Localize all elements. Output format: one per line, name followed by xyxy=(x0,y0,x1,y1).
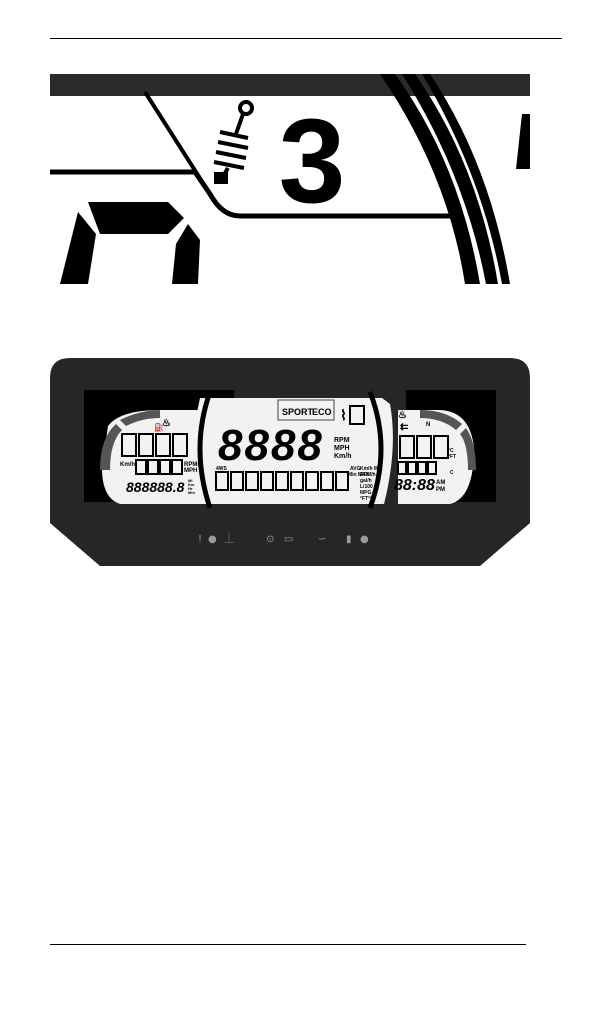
mode-sport: SPORT xyxy=(282,407,314,417)
arrow-icon: ⇇ xyxy=(400,422,409,433)
odometer: 888888.8 xyxy=(126,479,185,495)
gear-n: N xyxy=(426,422,430,428)
engine-icon: ● xyxy=(360,534,369,545)
svg-text:Hr: Hr xyxy=(188,486,193,491)
pm-label: PM xyxy=(436,487,445,493)
unit-rpm: RPM xyxy=(334,437,350,444)
lcd-dashboard-figure: SPORT ECO ⌇ 8888 RPM MPH Km/h AVG Min MA… xyxy=(50,358,530,566)
svg-text:L/100: L/100 xyxy=(360,484,373,490)
heater-icon: ♨ xyxy=(162,418,171,429)
clock: 88:88 xyxy=(394,477,435,494)
shock-absorber-icon-small: ⌇ xyxy=(340,407,347,423)
svg-text:gal/h: gal/h xyxy=(360,478,372,484)
oil-icon: ∽ xyxy=(318,534,326,545)
left-unit-rpm: RPMin xyxy=(184,462,203,468)
gear-digit: 3 xyxy=(279,94,346,228)
svg-text:RPM/h: RPM/h xyxy=(360,472,376,478)
shock-absorber-icon xyxy=(213,100,254,184)
svg-text:Min: Min xyxy=(188,490,195,495)
footer-rule xyxy=(50,944,526,945)
left-unit-kmh: Km/h xyxy=(120,462,135,468)
svg-text:Mi: Mi xyxy=(188,478,192,483)
header-rule xyxy=(50,38,562,39)
label-min-max: Min MAX xyxy=(348,472,370,478)
battery-icon: ▭ xyxy=(284,534,293,545)
warning-icon: ! xyxy=(198,534,202,545)
fuel-icon: ▮ xyxy=(346,534,352,545)
odo-units: Mi Km Hr Min xyxy=(188,478,195,495)
svg-text:°FT°C: °FT°C xyxy=(360,496,374,502)
temp-ft-unit: °FT xyxy=(448,454,456,460)
left-unit-mph: MPH xyxy=(184,468,197,474)
indicator-row: ! ● ⏊ ⊙ ▭ ∽ ▮ ● xyxy=(198,532,369,545)
unit-kmh: Km/h xyxy=(334,453,352,460)
temp-c: C xyxy=(450,470,454,476)
right-digit-group xyxy=(397,435,449,475)
alphanumeric-row xyxy=(215,471,349,491)
light-icon: ● xyxy=(208,534,217,545)
label-4ws: 4WS xyxy=(216,466,228,472)
temp-c-unit: °C xyxy=(448,448,454,454)
svg-text:Km: Km xyxy=(188,482,195,487)
brake-icon: ⊙ xyxy=(266,534,274,545)
left-bar-gauge xyxy=(100,410,160,470)
units-right: Km/h M RPM/h gal/h L/100 MPG °FT°C xyxy=(360,466,378,502)
unit-mph: MPH xyxy=(334,445,350,452)
main-digits: 8888 xyxy=(218,421,324,470)
svg-text:MPG: MPG xyxy=(360,490,372,496)
lcd-closeup-figure: 3 xyxy=(50,74,530,284)
am-label: AM xyxy=(436,480,445,486)
mode-eco: ECO xyxy=(312,407,332,417)
heater-icon-right: ♨ xyxy=(398,410,407,421)
right-bar-gauge xyxy=(420,410,476,470)
left-digit-group xyxy=(121,433,188,475)
label-avg: AVG xyxy=(350,466,361,472)
fuel-icon-small: ⛽ xyxy=(154,422,164,432)
big-digit-segment xyxy=(60,202,200,284)
coolant-icon: ⏊ xyxy=(224,532,234,545)
svg-text:Km/h M: Km/h M xyxy=(360,466,378,472)
